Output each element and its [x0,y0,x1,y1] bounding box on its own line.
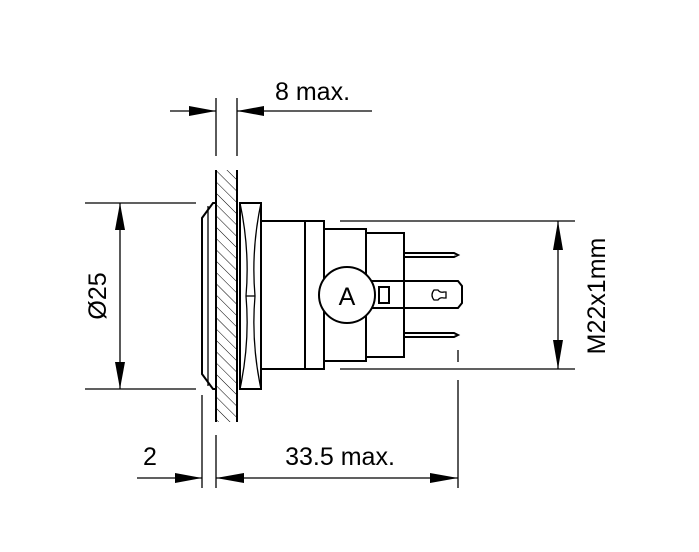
terminals [404,252,463,338]
detail-marker: A [318,266,376,324]
svg-text:2: 2 [143,443,157,471]
mounting-panel [215,170,238,422]
switch-body [260,220,405,370]
svg-text:Ø25: Ø25 [84,272,112,319]
led-window [378,286,390,304]
svg-text:M22x1mm: M22x1mm [583,238,611,355]
dimension-bezel-height: 2 [137,395,217,488]
dimension-thread: M22x1mm [340,220,611,370]
dimension-panel-thickness: 8 max. [170,78,372,156]
dimension-depth: 33.5 max. [216,350,459,488]
detail-marker-label: A [339,283,356,311]
hex-nut [239,202,262,390]
bezel [201,202,217,390]
svg-text:8 max.: 8 max. [275,78,350,106]
dimension-bezel-diameter: Ø25 [84,202,196,390]
svg-text:33.5 max.: 33.5 max. [285,443,395,471]
